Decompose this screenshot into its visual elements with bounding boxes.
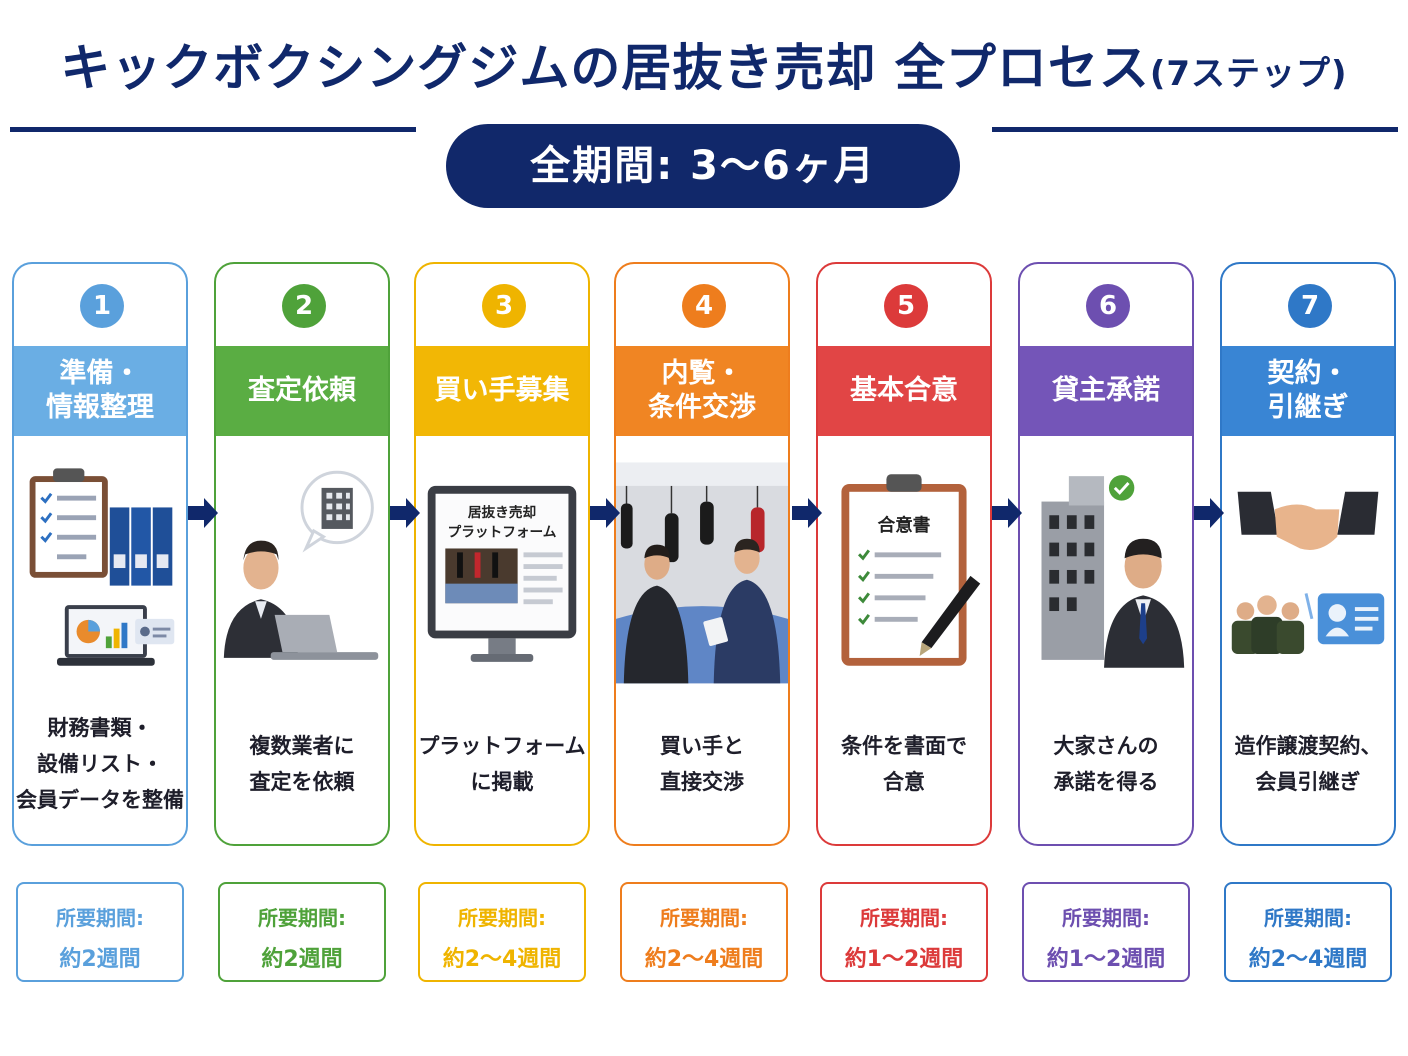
step-duration-box-2: 所要期間: 約2週間 bbox=[218, 882, 386, 982]
total-period-pill: 全期間: 3〜6ヶ月 bbox=[446, 124, 960, 208]
step-number-badge: 6 bbox=[1086, 284, 1130, 328]
step-title: 査定依頼 bbox=[216, 346, 388, 436]
duration-label: 所要期間: bbox=[860, 906, 948, 930]
step-number-badge: 5 bbox=[884, 284, 928, 328]
flow-arrow-icon bbox=[590, 498, 620, 528]
id-card-icon bbox=[1304, 593, 1385, 645]
handshake-icon bbox=[1237, 491, 1379, 550]
monitor-icon: 居抜き売却 プラットフォーム bbox=[427, 485, 577, 662]
punching-bags bbox=[620, 485, 765, 563]
clipboard-icon bbox=[29, 468, 108, 578]
buyer-person-icon bbox=[623, 544, 689, 684]
step-number-badge: 2 bbox=[282, 284, 326, 328]
step-description: 買い手と 直接交渉 bbox=[660, 734, 744, 794]
step-card-1: 1 準備・ 情報整理 bbox=[12, 262, 188, 846]
platform-monitor-illustration: 居抜き売却 プラットフォーム bbox=[427, 485, 577, 662]
step-duration-box-3: 所要期間: 約2〜4週間 bbox=[418, 882, 586, 982]
step-description: 複数業者に 査定を依頼 bbox=[249, 734, 355, 794]
step-card-4: 4 内覧・ 条件交渉 買い手と 直接交渉 bbox=[614, 262, 790, 846]
page-title: キックボクシングジムの居抜き売却 全プロセス(7ステップ) bbox=[0, 28, 1408, 100]
flow-arrow-icon bbox=[992, 498, 1022, 528]
duration-value: 約2〜4週間 bbox=[442, 947, 562, 972]
step-description: プラットフォーム に掲載 bbox=[418, 734, 586, 794]
title-main: キックボクシングジムの居抜き売却 全プロセス bbox=[60, 39, 1150, 97]
binders-icon bbox=[109, 507, 173, 586]
step-title: 契約・ 引継ぎ bbox=[1222, 346, 1394, 436]
pen-icon bbox=[919, 575, 981, 656]
step-duration-box-6: 所要期間: 約1〜2週間 bbox=[1022, 882, 1190, 982]
step-number-badge: 7 bbox=[1288, 284, 1332, 328]
step-description: 大家さんの 承諾を得る bbox=[1053, 734, 1159, 794]
step-card-5: 5 基本合意 合意書 条件を書面で 合意 bbox=[816, 262, 992, 846]
step-description: 条件を書面で 合意 bbox=[841, 734, 967, 794]
step-description: 造作譲渡契約、 会員引継ぎ bbox=[1234, 734, 1382, 794]
title-rule-left bbox=[10, 127, 416, 132]
speech-bubble-building-icon bbox=[300, 470, 374, 553]
step-card-3: 3 買い手募集 居抜き売却 プラットフォーム プラットフォーム に掲載 bbox=[414, 262, 590, 846]
step-duration-box-4: 所要期間: 約2〜4週間 bbox=[620, 882, 788, 982]
clipboard-binders-laptop-illustration bbox=[29, 468, 175, 666]
title-sub: (7ステップ) bbox=[1149, 54, 1348, 94]
duration-label: 所要期間: bbox=[56, 906, 144, 930]
step-duration-box-5: 所要期間: 約1〜2週間 bbox=[820, 882, 988, 982]
landlord-approval-illustration bbox=[1041, 475, 1185, 668]
seller-person-icon bbox=[703, 538, 781, 684]
flow-arrow-icon bbox=[1194, 498, 1224, 528]
duration-label: 所要期間: bbox=[1264, 906, 1352, 930]
flow-arrow-icon bbox=[188, 498, 218, 528]
title-rule-right bbox=[992, 127, 1398, 132]
step-duration-box-7: 所要期間: 約2〜4週間 bbox=[1224, 882, 1392, 982]
step-description: 財務書類・ 設備リスト・ 会員データを整備 bbox=[16, 716, 184, 812]
duration-value: 約2〜4週間 bbox=[644, 947, 764, 972]
duration-value: 約2週間 bbox=[59, 947, 141, 972]
step-number-badge: 1 bbox=[80, 284, 124, 328]
platform-name-line2: プラットフォーム bbox=[448, 525, 557, 541]
duration-label: 所要期間: bbox=[258, 906, 346, 930]
duration-value: 約1〜2週間 bbox=[844, 947, 964, 972]
duration-label: 所要期間: bbox=[660, 906, 748, 930]
gym-negotiation-illustration bbox=[616, 462, 788, 684]
step-card-2: 2 査定依頼 複 bbox=[214, 262, 390, 846]
appraiser-laptop-illustration bbox=[223, 470, 379, 660]
duration-value: 約2〜4週間 bbox=[1248, 947, 1368, 972]
step-card-7: 7 契約・ 引継ぎ 造作譲渡契約、 会員引継ぎ bbox=[1220, 262, 1396, 846]
step-number-badge: 4 bbox=[682, 284, 726, 328]
flow-arrow-icon bbox=[390, 498, 420, 528]
step-number-badge: 3 bbox=[482, 284, 526, 328]
agreement-doc-title: 合意書 bbox=[878, 515, 931, 536]
step-duration-box-1: 所要期間: 約2週間 bbox=[16, 882, 184, 982]
handshake-members-illustration bbox=[1231, 491, 1385, 655]
laptop-icon bbox=[270, 614, 379, 660]
businessman-icon bbox=[223, 540, 299, 658]
duration-label: 所要期間: bbox=[1062, 906, 1150, 930]
landlord-person-icon bbox=[1104, 538, 1185, 668]
duration-value: 約2週間 bbox=[261, 947, 343, 972]
step-title: 内覧・ 条件交渉 bbox=[616, 346, 788, 436]
agreement-clipboard-illustration: 合意書 bbox=[841, 474, 981, 666]
duration-label: 所要期間: bbox=[458, 906, 546, 930]
members-group-icon bbox=[1231, 595, 1305, 655]
approval-check-icon bbox=[1108, 475, 1135, 501]
agreement-clipboard-icon: 合意書 bbox=[841, 474, 967, 666]
duration-value: 約1〜2週間 bbox=[1046, 947, 1166, 972]
laptop-chart-icon bbox=[57, 605, 175, 666]
flow-arrow-icon bbox=[792, 498, 822, 528]
step-title: 買い手募集 bbox=[416, 346, 588, 436]
step-card-6: 6 貸主承諾 bbox=[1018, 262, 1194, 846]
step-title: 基本合意 bbox=[818, 346, 990, 436]
building-icon bbox=[1041, 476, 1105, 660]
platform-name-line1: 居抜き売却 bbox=[468, 504, 536, 521]
step-title: 貸主承諾 bbox=[1020, 346, 1192, 436]
step-title: 準備・ 情報整理 bbox=[14, 346, 186, 436]
